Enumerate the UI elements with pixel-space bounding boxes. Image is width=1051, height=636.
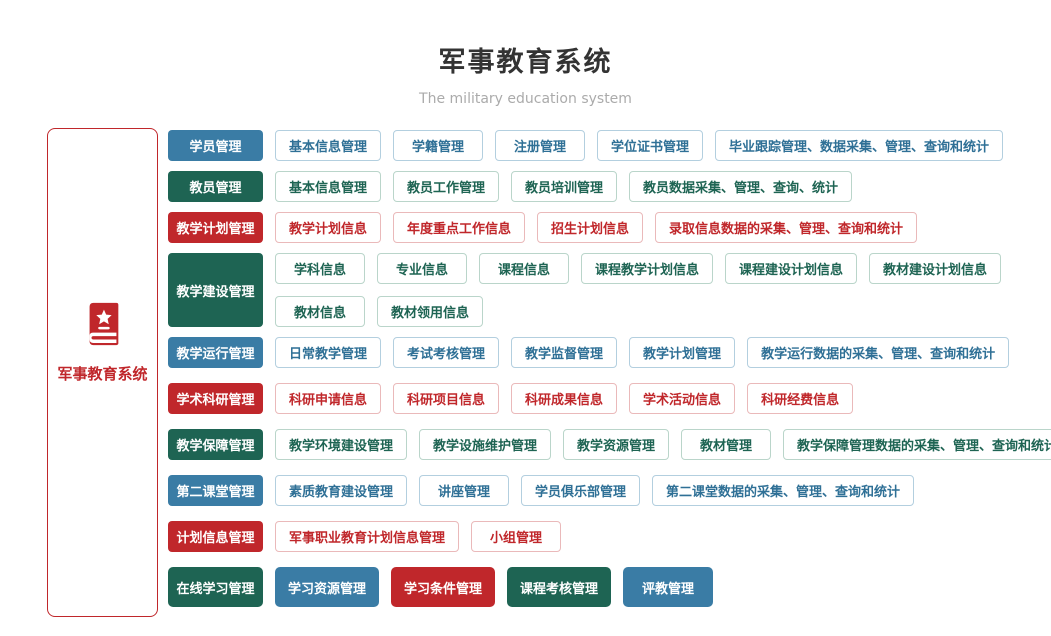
sub-module-button[interactable]: 注册管理	[495, 130, 586, 161]
sub-module-button[interactable]: 教学计划信息	[275, 212, 382, 243]
module-row-lines: 军事职业教育计划信息管理小组管理	[275, 521, 562, 552]
module-row: 学术科研管理科研申请信息科研项目信息科研成果信息学术活动信息科研经费信息	[168, 383, 1028, 414]
module-row-line: 基本信息管理教员工作管理教员培训管理教员数据采集、管理、查询、统计	[275, 171, 853, 202]
module-row: 在线学习管理学习资源管理学习条件管理课程考核管理评教管理	[168, 567, 1028, 607]
page-subtitle: The military education system	[419, 91, 632, 107]
sub-module-button[interactable]: 教学资源管理	[563, 429, 670, 460]
sub-module-button[interactable]: 考试考核管理	[393, 337, 500, 368]
module-grid: 学员管理基本信息管理学籍管理注册管理学位证书管理毕业跟踪管理、数据采集、管理、查…	[168, 130, 1051, 622]
sub-module-button[interactable]: 基本信息管理	[275, 171, 382, 202]
sub-module-button[interactable]: 教材管理	[681, 429, 772, 460]
module-row-line: 教材信息教材领用信息	[275, 296, 1001, 327]
module-row-line: 学习资源管理学习条件管理课程考核管理评教管理	[275, 567, 714, 607]
sub-module-button[interactable]: 军事职业教育计划信息管理	[275, 521, 460, 552]
sub-module-button[interactable]: 年度重点工作信息	[393, 212, 526, 243]
sub-module-button[interactable]: 教材建设计划信息	[869, 253, 1002, 284]
module-row-line: 科研申请信息科研项目信息科研成果信息学术活动信息科研经费信息	[275, 383, 854, 414]
sub-module-button[interactable]: 讲座管理	[419, 475, 510, 506]
sub-module-button[interactable]: 教学监督管理	[511, 337, 618, 368]
system-panel: 军事教育系统	[47, 128, 158, 617]
sub-module-button[interactable]: 科研项目信息	[393, 383, 500, 414]
sub-module-button[interactable]: 教学保障管理数据的采集、管理、查询和统计	[783, 429, 1051, 460]
sub-module-button[interactable]: 课程考核管理	[507, 567, 612, 607]
module-row-lines: 学习资源管理学习条件管理课程考核管理评教管理	[275, 567, 714, 607]
module-row: 教学建设管理学科信息专业信息课程信息课程教学计划信息课程建设计划信息教材建设计划…	[168, 253, 1028, 327]
module-row-line: 教学计划信息年度重点工作信息招生计划信息录取信息数据的采集、管理、查询和统计	[275, 212, 918, 243]
sub-module-button[interactable]: 小组管理	[471, 521, 562, 552]
category-button[interactable]: 教学运行管理	[168, 337, 263, 368]
module-row-lines: 日常教学管理考试考核管理教学监督管理教学计划管理教学运行数据的采集、管理、查询和…	[275, 337, 1010, 368]
category-button[interactable]: 计划信息管理	[168, 521, 263, 552]
module-row-line: 日常教学管理考试考核管理教学监督管理教学计划管理教学运行数据的采集、管理、查询和…	[275, 337, 1010, 368]
sub-module-button[interactable]: 专业信息	[377, 253, 467, 284]
sub-module-button[interactable]: 素质教育建设管理	[275, 475, 408, 506]
module-row-line: 素质教育建设管理讲座管理学员俱乐部管理第二课堂数据的采集、管理、查询和统计	[275, 475, 915, 506]
sub-module-button[interactable]: 教员数据采集、管理、查询、统计	[629, 171, 853, 202]
category-button[interactable]: 学员管理	[168, 130, 263, 161]
module-row: 学员管理基本信息管理学籍管理注册管理学位证书管理毕业跟踪管理、数据采集、管理、查…	[168, 130, 1028, 161]
sub-module-button[interactable]: 学习资源管理	[275, 567, 380, 607]
category-button[interactable]: 教学保障管理	[168, 429, 263, 460]
page-title: 军事教育系统	[438, 47, 613, 78]
module-row-lines: 基本信息管理教员工作管理教员培训管理教员数据采集、管理、查询、统计	[275, 171, 853, 202]
sub-module-button[interactable]: 科研申请信息	[275, 383, 382, 414]
sub-module-button[interactable]: 教学运行数据的采集、管理、查询和统计	[747, 337, 1010, 368]
category-button[interactable]: 教学计划管理	[168, 212, 263, 243]
module-row-lines: 素质教育建设管理讲座管理学员俱乐部管理第二课堂数据的采集、管理、查询和统计	[275, 475, 915, 506]
sub-module-button[interactable]: 日常教学管理	[275, 337, 382, 368]
sub-module-button[interactable]: 录取信息数据的采集、管理、查询和统计	[655, 212, 918, 243]
sub-module-button[interactable]: 学籍管理	[393, 130, 484, 161]
sub-module-button[interactable]: 招生计划信息	[537, 212, 644, 243]
sub-module-button[interactable]: 评教管理	[623, 567, 714, 607]
sub-module-button[interactable]: 学员俱乐部管理	[521, 475, 641, 506]
book-star-icon	[80, 301, 126, 351]
sub-module-button[interactable]: 科研经费信息	[747, 383, 854, 414]
sub-module-button[interactable]: 教材信息	[275, 296, 365, 327]
module-row-lines: 科研申请信息科研项目信息科研成果信息学术活动信息科研经费信息	[275, 383, 854, 414]
sub-module-button[interactable]: 教员培训管理	[511, 171, 618, 202]
sub-module-button[interactable]: 学位证书管理	[597, 130, 704, 161]
sub-module-button[interactable]: 科研成果信息	[511, 383, 618, 414]
category-button[interactable]: 第二课堂管理	[168, 475, 263, 506]
category-button[interactable]: 在线学习管理	[168, 567, 263, 607]
module-row: 教学保障管理教学环境建设管理教学设施维护管理教学资源管理教材管理教学保障管理数据…	[168, 429, 1051, 460]
sub-module-button[interactable]: 毕业跟踪管理、数据采集、管理、查询和统计	[715, 130, 1004, 161]
sub-module-button[interactable]: 课程教学计划信息	[581, 253, 714, 284]
sub-module-button[interactable]: 学术活动信息	[629, 383, 736, 414]
module-row: 教学计划管理教学计划信息年度重点工作信息招生计划信息录取信息数据的采集、管理、查…	[168, 212, 1028, 243]
module-row-lines: 教学环境建设管理教学设施维护管理教学资源管理教材管理教学保障管理数据的采集、管理…	[275, 429, 1051, 460]
module-row-lines: 学科信息专业信息课程信息课程教学计划信息课程建设计划信息教材建设计划信息教材信息…	[275, 253, 1002, 327]
sub-module-button[interactable]: 教学设施维护管理	[419, 429, 552, 460]
module-row: 教员管理基本信息管理教员工作管理教员培训管理教员数据采集、管理、查询、统计	[168, 171, 1028, 202]
module-row-line: 基本信息管理学籍管理注册管理学位证书管理毕业跟踪管理、数据采集、管理、查询和统计	[275, 130, 1004, 161]
module-row-line: 教学环境建设管理教学设施维护管理教学资源管理教材管理教学保障管理数据的采集、管理…	[275, 429, 1051, 460]
system-panel-label: 军事教育系统	[57, 365, 148, 383]
module-row-lines: 基本信息管理学籍管理注册管理学位证书管理毕业跟踪管理、数据采集、管理、查询和统计	[275, 130, 1004, 161]
category-button[interactable]: 教学建设管理	[168, 253, 263, 327]
sub-module-button[interactable]: 学习条件管理	[391, 567, 496, 607]
category-button[interactable]: 教员管理	[168, 171, 263, 202]
module-row: 计划信息管理军事职业教育计划信息管理小组管理	[168, 521, 1028, 552]
sub-module-button[interactable]: 教员工作管理	[393, 171, 500, 202]
sub-module-button[interactable]: 教学环境建设管理	[275, 429, 408, 460]
module-row-line: 学科信息专业信息课程信息课程教学计划信息课程建设计划信息教材建设计划信息	[275, 253, 1002, 284]
sub-module-button[interactable]: 学科信息	[275, 253, 365, 284]
module-row: 第二课堂管理素质教育建设管理讲座管理学员俱乐部管理第二课堂数据的采集、管理、查询…	[168, 475, 1028, 506]
module-row: 教学运行管理日常教学管理考试考核管理教学监督管理教学计划管理教学运行数据的采集、…	[168, 337, 1028, 368]
module-row-line: 军事职业教育计划信息管理小组管理	[275, 521, 562, 552]
sub-module-button[interactable]: 教学计划管理	[629, 337, 736, 368]
sub-module-button[interactable]: 课程建设计划信息	[725, 253, 858, 284]
sub-module-button[interactable]: 基本信息管理	[275, 130, 382, 161]
sub-module-button[interactable]: 课程信息	[479, 253, 569, 284]
sub-module-button[interactable]: 教材领用信息	[377, 296, 484, 327]
category-button[interactable]: 学术科研管理	[168, 383, 263, 414]
sub-module-button[interactable]: 第二课堂数据的采集、管理、查询和统计	[652, 475, 915, 506]
module-row-lines: 教学计划信息年度重点工作信息招生计划信息录取信息数据的采集、管理、查询和统计	[275, 212, 918, 243]
